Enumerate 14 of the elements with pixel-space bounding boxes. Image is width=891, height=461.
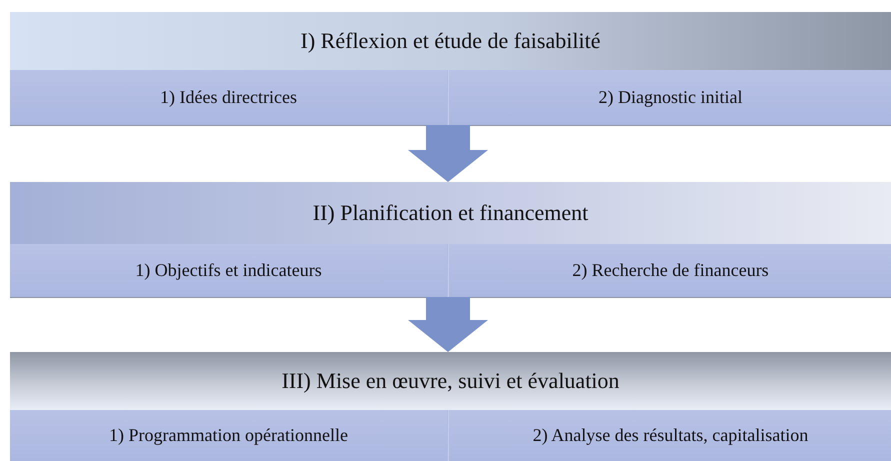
phase-panel [10, 352, 891, 461]
phase-panel [10, 12, 891, 125]
step-box: 1) Programmation opérationnelle [10, 410, 447, 461]
phase-heading: III) Mise en œuvre, suivi et évaluation [10, 352, 891, 410]
step-box: 2) Diagnostic initial [448, 70, 891, 125]
step-box: 1) Idées directrices [10, 70, 447, 125]
block-arrow [408, 297, 488, 352]
step-box: 2) Analyse des résultats, capitalisation [448, 410, 891, 461]
phase-heading: I) Réflexion et étude de faisabilité [10, 12, 891, 70]
block-arrow [408, 125, 488, 182]
phase-panel [10, 182, 891, 297]
step-box: 1) Objectifs et indicateurs [10, 244, 447, 297]
step-box: 2) Recherche de financeurs [448, 244, 891, 297]
phase-heading: II) Planification et financement [10, 182, 891, 244]
